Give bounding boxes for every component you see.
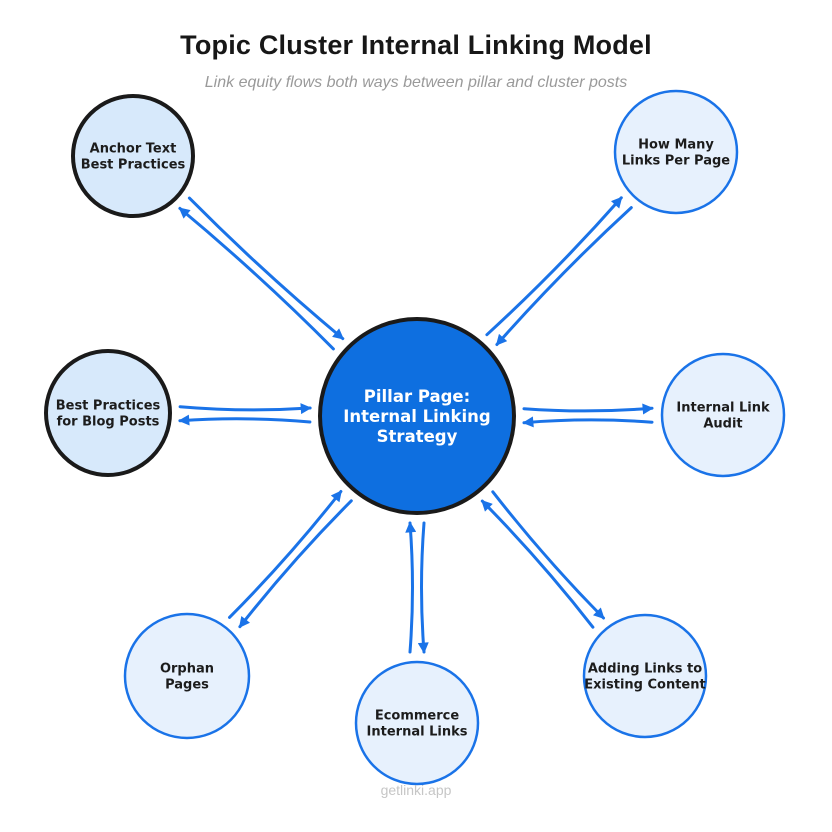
arrow-to-internal-link-audit (522, 403, 654, 415)
arrow-to-anchor-text-best-practices (178, 206, 335, 351)
node-adding-links-to-existing-content (582, 613, 708, 739)
arrow-to-orphan-pages (238, 499, 353, 629)
node-ecommerce-internal-links (354, 660, 480, 786)
node-how-many-links-per-page (613, 89, 739, 215)
node-best-practices-for-blog-posts (44, 349, 172, 477)
node-internal-link-audit (660, 352, 786, 478)
arrow-from-adding-links-to-existing-content (480, 499, 595, 629)
node-anchor-text-best-practices (71, 94, 195, 218)
arrow-from-anchor-text-best-practices (187, 196, 345, 341)
arrow-from-best-practices-for-blog-posts (178, 403, 312, 415)
watermark-text: getlinki.app (380, 782, 452, 798)
arrow-to-adding-links-to-existing-content (491, 490, 605, 620)
node-orphan-pages (123, 612, 251, 740)
arrow-to-ecommerce-internal-links (417, 521, 429, 654)
page-subtitle: Link equity flows both ways between pill… (204, 74, 628, 91)
arrow-from-how-many-links-per-page (495, 206, 633, 346)
page-title: Topic Cluster Internal Linking Model (180, 30, 652, 60)
arrow-from-orphan-pages (228, 490, 343, 619)
arrow-to-best-practices-for-blog-posts (178, 414, 312, 426)
arrow-to-how-many-links-per-page (485, 196, 623, 337)
center-node-pillar-page (318, 317, 516, 515)
arrow-from-internal-link-audit (522, 416, 654, 428)
arrow-from-ecommerce-internal-links (405, 521, 417, 654)
